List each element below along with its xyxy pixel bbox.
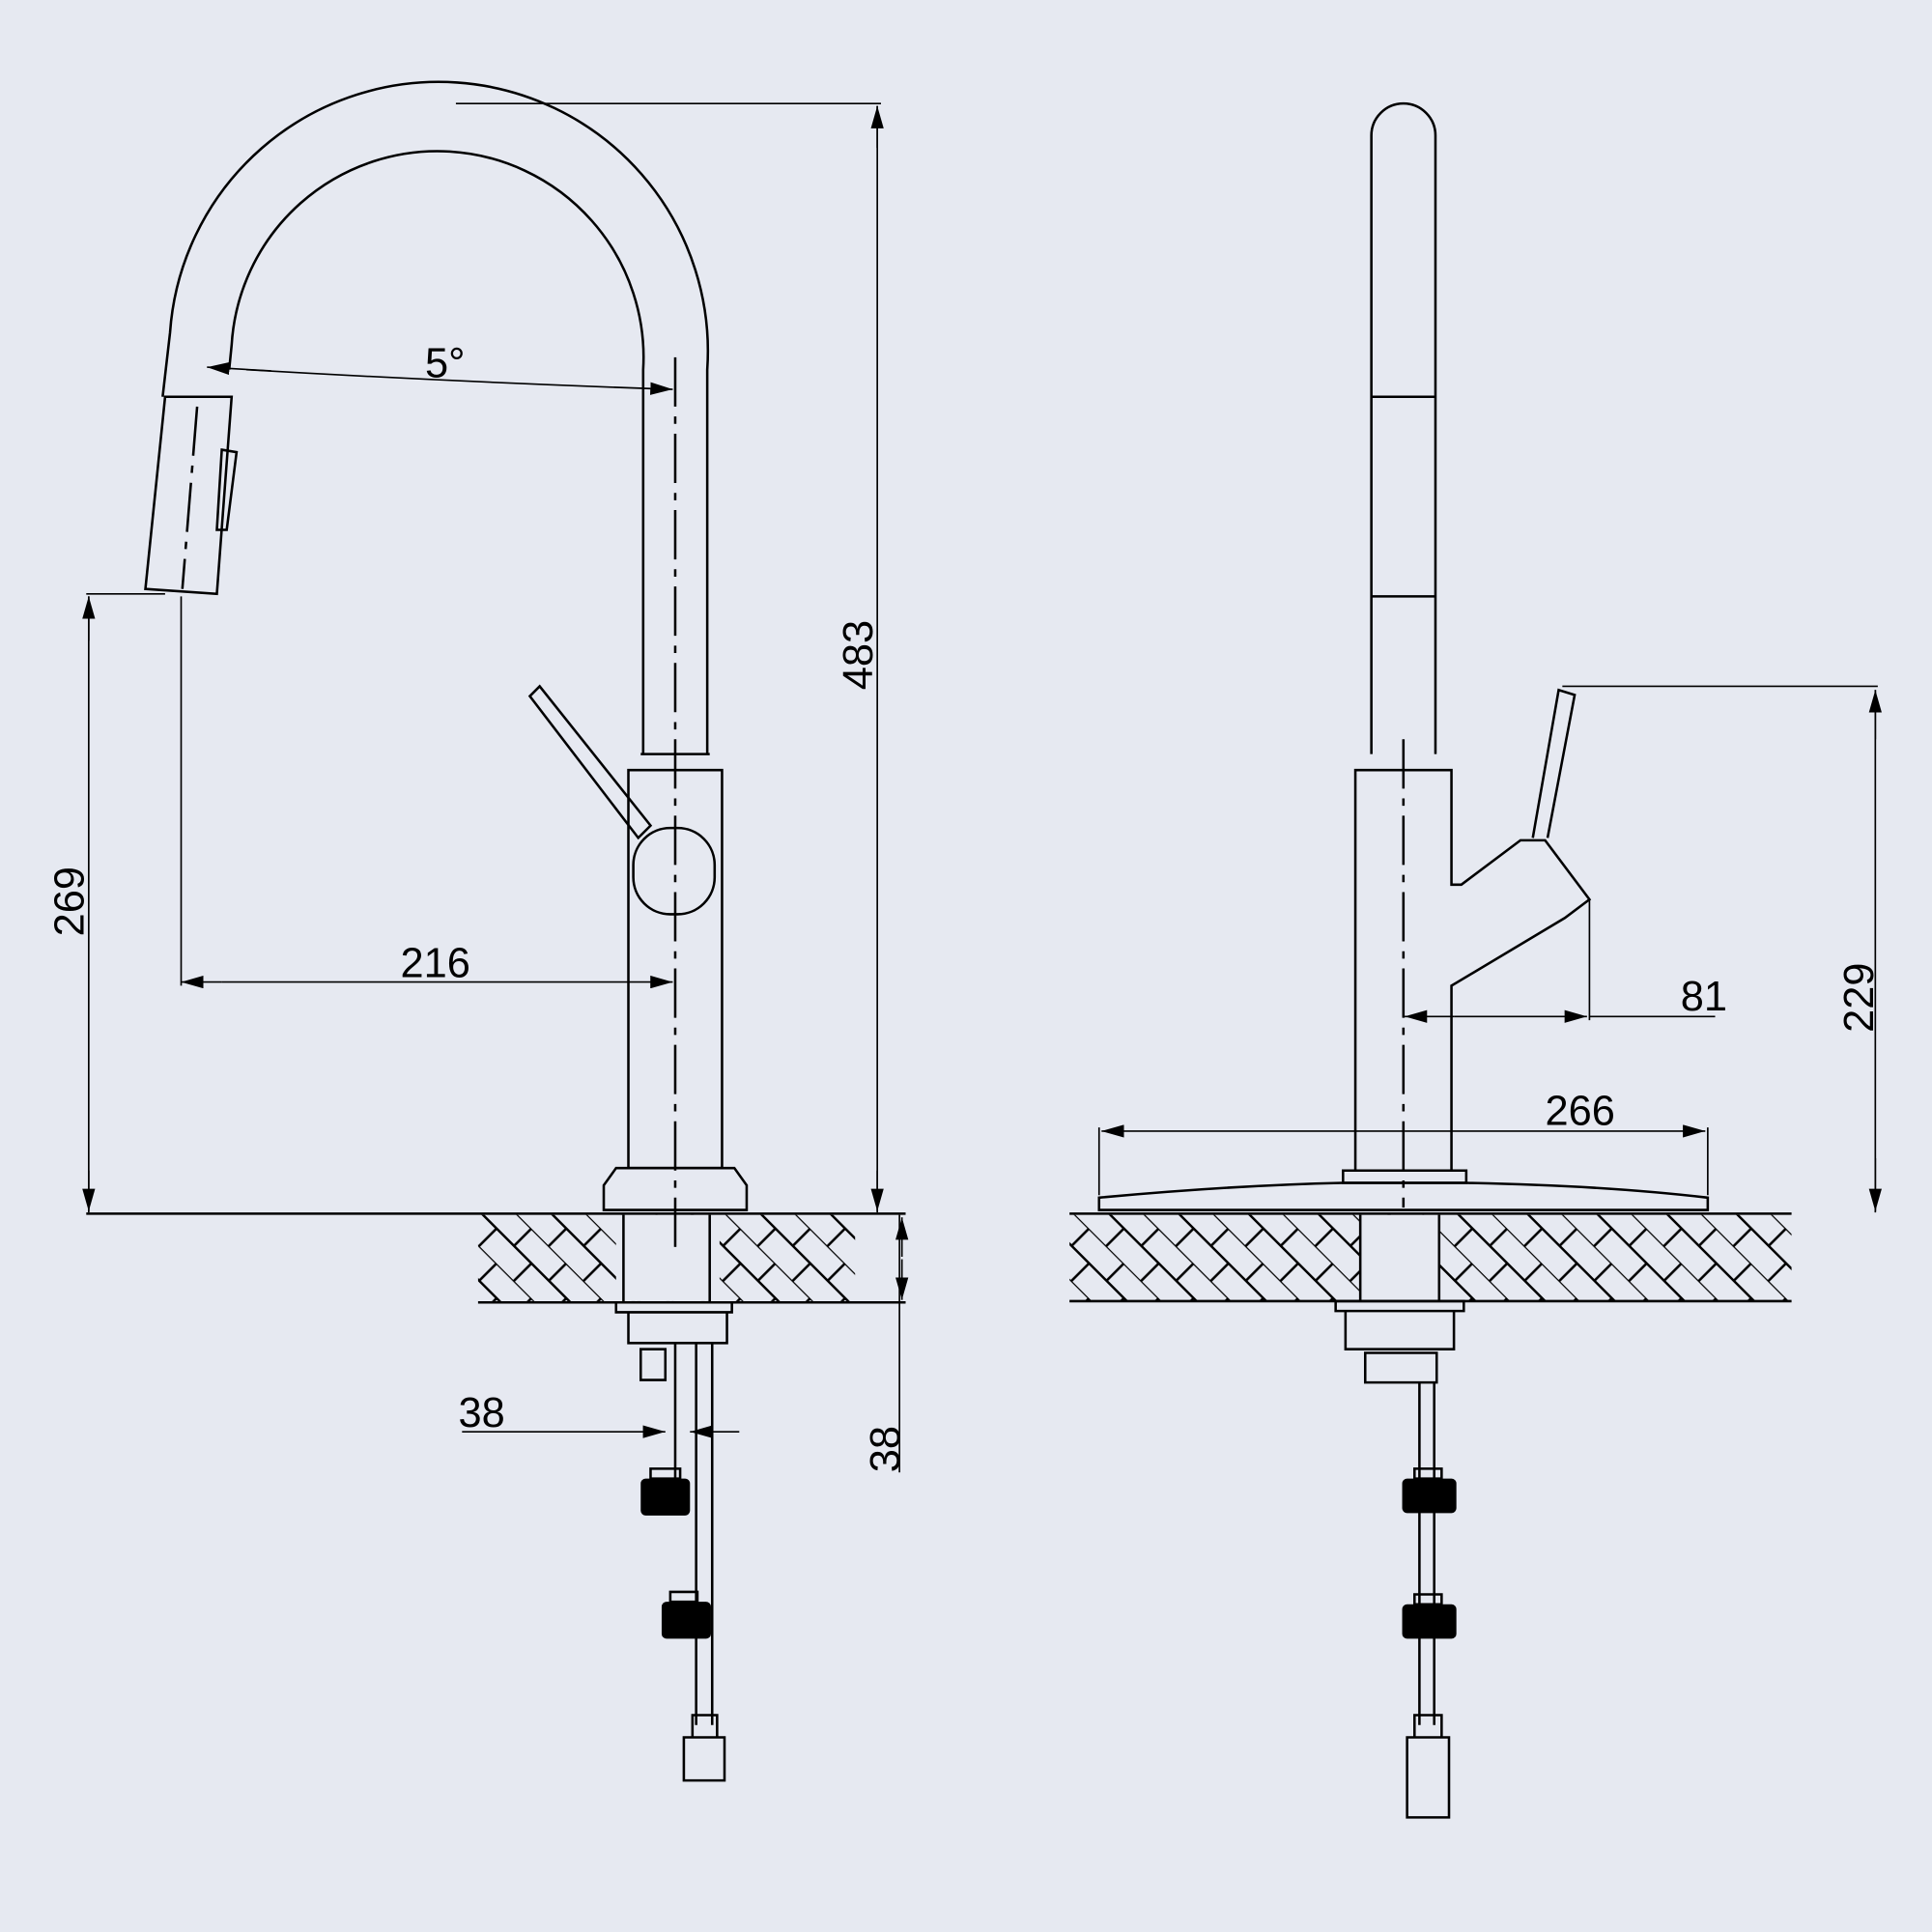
hose-nut-1 xyxy=(640,1478,691,1516)
side-hose-nut-1 xyxy=(1402,1478,1457,1514)
base-plate xyxy=(1097,1181,1710,1211)
front-view: 5° 216 483 269 38 38 xyxy=(47,80,909,1782)
side-hose-nut-2 xyxy=(1402,1604,1457,1639)
handle-lever xyxy=(527,684,653,840)
hose-nut-2 xyxy=(661,1602,711,1639)
handle-offset-label: 81 xyxy=(1681,974,1727,1020)
total-height-label: 483 xyxy=(836,620,882,690)
base-diameter-label: 38 xyxy=(458,1390,504,1436)
handle-height-label: 229 xyxy=(1836,963,1883,1033)
angle-label: 5° xyxy=(425,340,465,386)
reach-label: 216 xyxy=(401,940,470,986)
deck-thickness-label: 38 xyxy=(863,1426,909,1472)
side-view: 81 266 229 xyxy=(1069,101,1883,1819)
handle-knob xyxy=(632,826,717,916)
side-spout xyxy=(1370,101,1437,754)
base-plate-width-label: 266 xyxy=(1545,1089,1614,1135)
spout-outline xyxy=(161,80,710,754)
spout-height-label: 269 xyxy=(47,867,94,936)
